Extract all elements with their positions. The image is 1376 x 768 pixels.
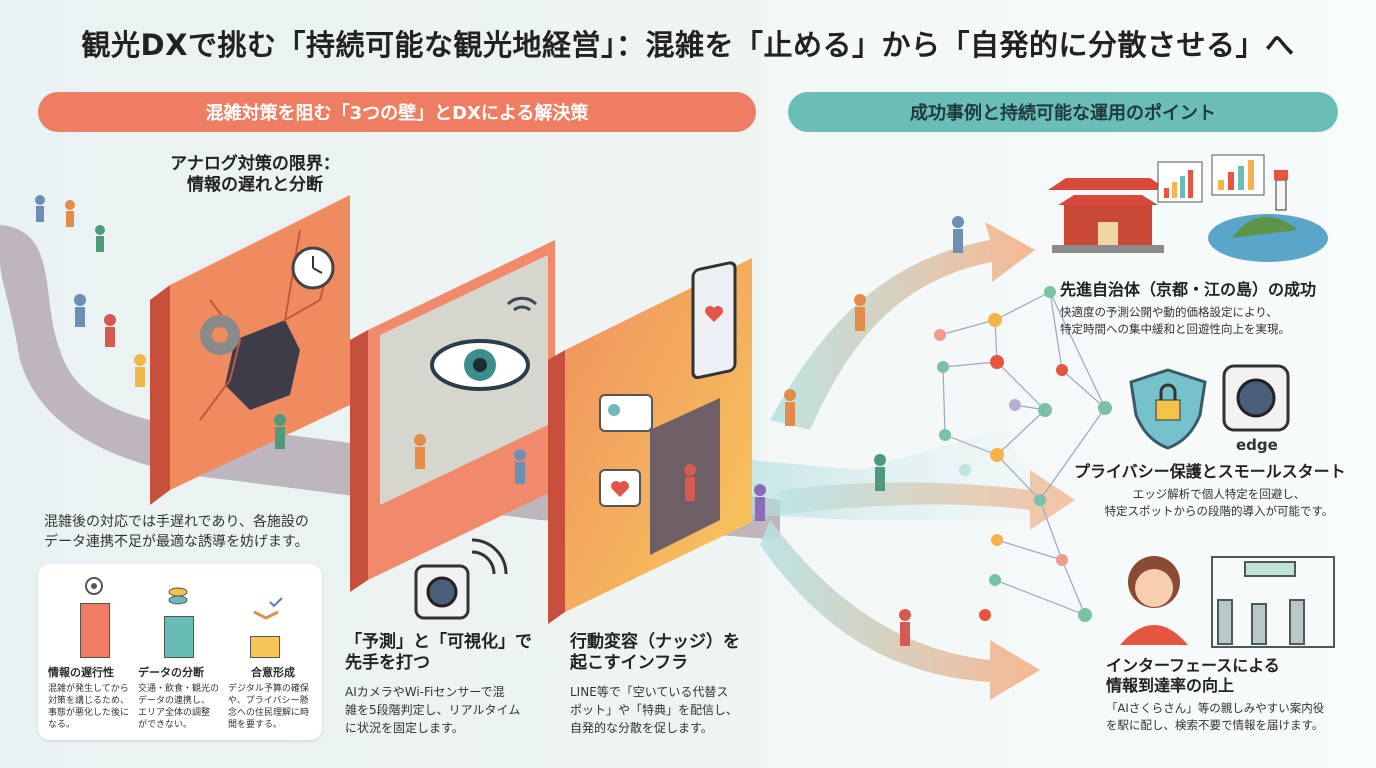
case3-heading-line1: インターフェースによる (1106, 656, 1280, 675)
growth-chart-icon (1157, 154, 1265, 203)
metric-desc-line: なる。 (48, 720, 76, 731)
eye-icon (430, 339, 530, 391)
metric-desc-line: や、プライバシー懸 (228, 696, 309, 707)
metric-desc-line: 交通・飲食・観光の (138, 684, 220, 694)
case2-body-line: エッジ解析で個人特定を回避し、 (1132, 487, 1306, 501)
page-title: 観光DXで挑む「持続可能な観光地経営」：混雑を「止める」から「自発的に分散させる… (81, 28, 1295, 62)
section-band-right: 成功事例と持続可能な運用のポイント (788, 92, 1338, 132)
metric-data-fragmentation: データの分断 交通・飲食・観光の データの連携し、 エリア全体の調整 ができない… (138, 664, 224, 732)
metric-desc-line: 事態が悪化した後に (48, 708, 130, 719)
bar-information-lag (80, 602, 110, 658)
edge-camera-icon (1222, 364, 1290, 432)
ticket-gate-icon (1211, 556, 1335, 648)
case3-heading: インターフェースによる 情報到達率の向上 (1106, 656, 1366, 696)
nudge-section: 行動変容（ナッジ）を 起こすインフラ LINE等で「空いている代替ス ポット」や… (570, 632, 770, 737)
analog-heading-line1: アナログ対策の限界： (170, 154, 340, 174)
left-description: 混雑後の対応では手遅れであり、各施設の データ連携不足が最適な誘導を妨げます。 (44, 512, 309, 553)
section-band-left: 混雑対策を阻む「3つの壁」とDXによる解決策 (38, 92, 756, 132)
bar-data-fragmentation (164, 616, 194, 658)
barriers-bar-area (38, 594, 322, 658)
gear-icon (200, 315, 240, 355)
heart-bubble-icon (599, 469, 641, 507)
wifi-icon (506, 296, 538, 312)
barriers-card-icons (85, 577, 283, 620)
ai-guide-character-icon (1120, 556, 1188, 645)
predict-heading-line2: 先手を打つ (345, 653, 430, 674)
metric-desc-line: デジタル予算の確保 (228, 684, 309, 694)
arrow-bottom (760, 520, 1040, 700)
metric-desc-line: 間を要する。 (228, 720, 283, 731)
case3-body-line: 「AIさくらさん」等の親しみやすい案内役 (1106, 701, 1325, 715)
metric-label: 情報の遅行性 (48, 666, 114, 679)
island-lighthouse-icon (1208, 170, 1328, 262)
case1-body: 快適度の予測公開や動的価格設定により、 特定時間への集中緩和と回遊性向上を実現。 (1060, 304, 1360, 339)
database-icon (168, 587, 188, 605)
case2-body-line: 特定スポットからの段階的導入が可能です。 (1104, 504, 1334, 519)
case3-body-line: を駅に配し、検索不要で情報を届けます。 (1106, 718, 1324, 733)
nudge-heading-line1: 行動変容（ナッジ）を (570, 632, 740, 652)
metric-desc-line: エリア全体の調整 (138, 708, 211, 719)
predict-body-line: 雑を5段階判定し、リアルタイム (345, 702, 521, 717)
crowd-figures (35, 195, 964, 646)
analog-heading: アナログ対策の限界： 情報の遅れと分断 (160, 154, 350, 197)
shield-lock-icon (1129, 368, 1207, 450)
case-interface-reach: インターフェースによる 情報到達率の向上 「AIさくらさん」等の親しみやすい案内… (1106, 656, 1366, 735)
case1-body-line: 特定時間への集中緩和と回遊性向上を実現。 (1060, 322, 1290, 337)
handshake-icon (253, 597, 283, 620)
barriers-card: 情報の遅行性 混雑が発生してから 対策を講じるため、 事態が悪化した後に なる。… (38, 564, 322, 740)
predict-body-line: AIカメラやWi-Fiセンサーで混 (345, 684, 505, 699)
predict-body-line: に状況を固定します。 (345, 720, 464, 735)
nudge-body-line: ポット」や「特典」を配信し、 (570, 702, 739, 717)
predict-heading-line1: 「予測」と「可視化」で (345, 632, 532, 652)
case2-heading: プライバシー保護とスモールスタート (1074, 462, 1346, 481)
case-privacy-small-start: プライバシー保護とスモールスタート エッジ解析で個人特定を回避し、 特定スポット… (1074, 462, 1364, 521)
arrow-middle (780, 470, 1075, 530)
left-description-line1: 混雑後の対応では手遅れであり、各施設の (44, 514, 309, 530)
case1-heading: 先進自治体（京都・江の島）の成功 (1060, 280, 1317, 299)
predict-body: AIカメラやWi-Fiセンサーで混 雑を5段階判定し、リアルタイム に状況を固定… (345, 683, 545, 737)
left-description-line2: データ連携不足が最適な誘導を妨げます。 (44, 534, 309, 551)
metric-information-lag: 情報の遅行性 混雑が発生してから 対策を講じるため、 事態が悪化した後に なる。 (48, 664, 134, 732)
nudge-body-line: 自発的な分散を促します。 (570, 720, 713, 735)
nudge-body: LINE等で「空いている代替ス ポット」や「特典」を配信し、 自発的な分散を促し… (570, 683, 770, 737)
case3-heading-line2: 情報到達率の向上 (1106, 676, 1235, 695)
metric-desc-line: 混雑が発生してから (48, 684, 129, 694)
nudge-heading: 行動変容（ナッジ）を 起こすインフラ (570, 632, 770, 675)
analog-heading-line2: 情報の遅れと分断 (187, 175, 323, 196)
gear-icon (85, 577, 103, 595)
metric-label: 合意形成 (251, 666, 295, 679)
case2-body: エッジ解析で個人特定を回避し、 特定スポットからの段階的導入が可能です。 (1074, 486, 1364, 521)
clock-icon (291, 246, 335, 290)
case3-body: 「AIさくらさん」等の親しみやすい案内役 を駅に配し、検索不要で情報を届けます。 (1106, 700, 1366, 735)
smartphone-icon (691, 261, 737, 380)
metric-consensus-building: 合意形成 デジタル予算の確保 や、プライバシー懸 念への住民理解に時 間を要する… (228, 664, 318, 732)
metric-desc-line: ができない。 (138, 720, 193, 731)
edge-label: edge (1236, 436, 1278, 454)
ai-camera-icon (414, 538, 508, 620)
metric-desc-line: 対策を講じるため、 (48, 696, 130, 707)
network-nodes (934, 286, 1112, 622)
metric-desc-line: 念への住民理解に時 (228, 708, 310, 719)
nudge-body-line: LINE等で「空いている代替ス (570, 684, 729, 699)
chat-bubble-icon (599, 394, 653, 432)
predict-section: 「予測」と「可視化」で 先手を打つ AIカメラやWi-Fiセンサーで混 雑を5段… (345, 632, 545, 737)
temple-icon (1048, 178, 1168, 253)
arrow-top (770, 222, 1035, 430)
bar-consensus-building (250, 635, 280, 658)
case-advanced-municipalities: 先進自治体（京都・江の島）の成功 快適度の予測公開や動的価格設定により、 特定時… (1060, 280, 1360, 339)
case1-body-line: 快適度の予測公開や動的価格設定により、 (1060, 305, 1278, 319)
network-graph (939, 291, 1106, 616)
nudge-heading-line2: 起こすインフラ (570, 653, 689, 674)
metric-label: データの分断 (138, 666, 204, 679)
predict-heading: 「予測」と「可視化」で 先手を打つ (345, 632, 545, 675)
metric-desc-line: データの連携し、 (138, 696, 211, 707)
